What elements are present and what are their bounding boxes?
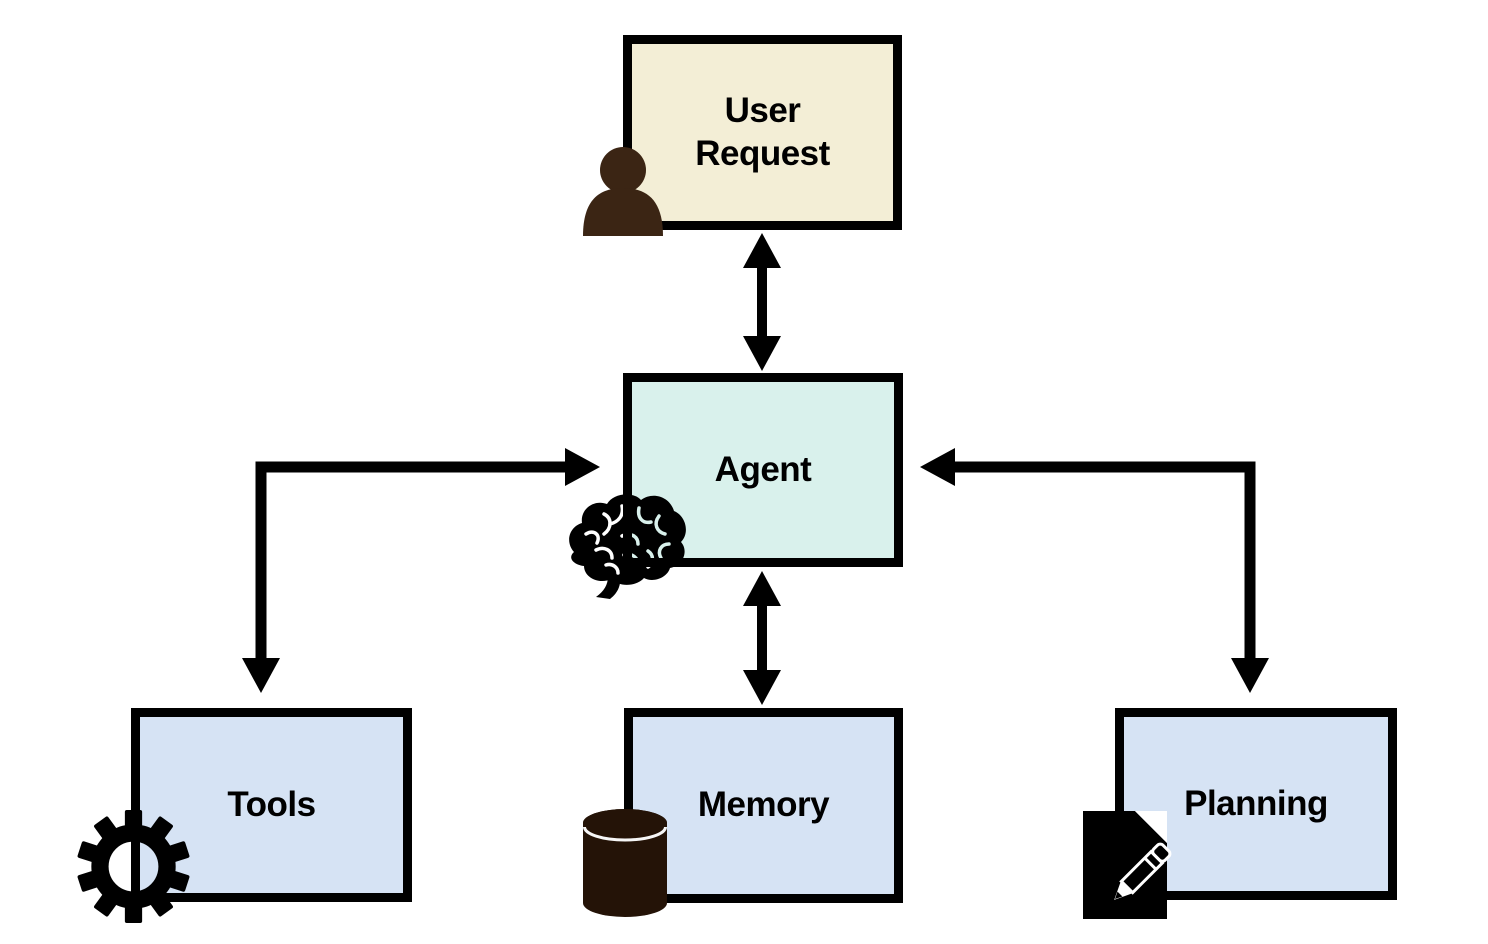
planning-label: Planning: [1184, 783, 1328, 823]
memory-box: Memory: [624, 708, 903, 903]
agent-label: Agent: [714, 449, 812, 489]
arrow-agent-tools: [242, 448, 600, 693]
memory-label: Memory: [697, 785, 830, 825]
brain-icon: [560, 488, 692, 604]
tools-label: Tools: [227, 784, 316, 824]
arrow-user-agent: [743, 233, 781, 371]
user-request-label: User Request: [695, 90, 830, 173]
document-pencil-icon: [1083, 811, 1172, 919]
database-icon: [583, 809, 667, 917]
person-icon: [583, 147, 663, 236]
user-request-box: User Request: [623, 35, 902, 230]
arrow-agent-planning: [920, 448, 1269, 693]
arrow-agent-memory: [743, 571, 781, 705]
tools-box: Tools: [131, 708, 412, 902]
gear-icon: [77, 809, 190, 924]
